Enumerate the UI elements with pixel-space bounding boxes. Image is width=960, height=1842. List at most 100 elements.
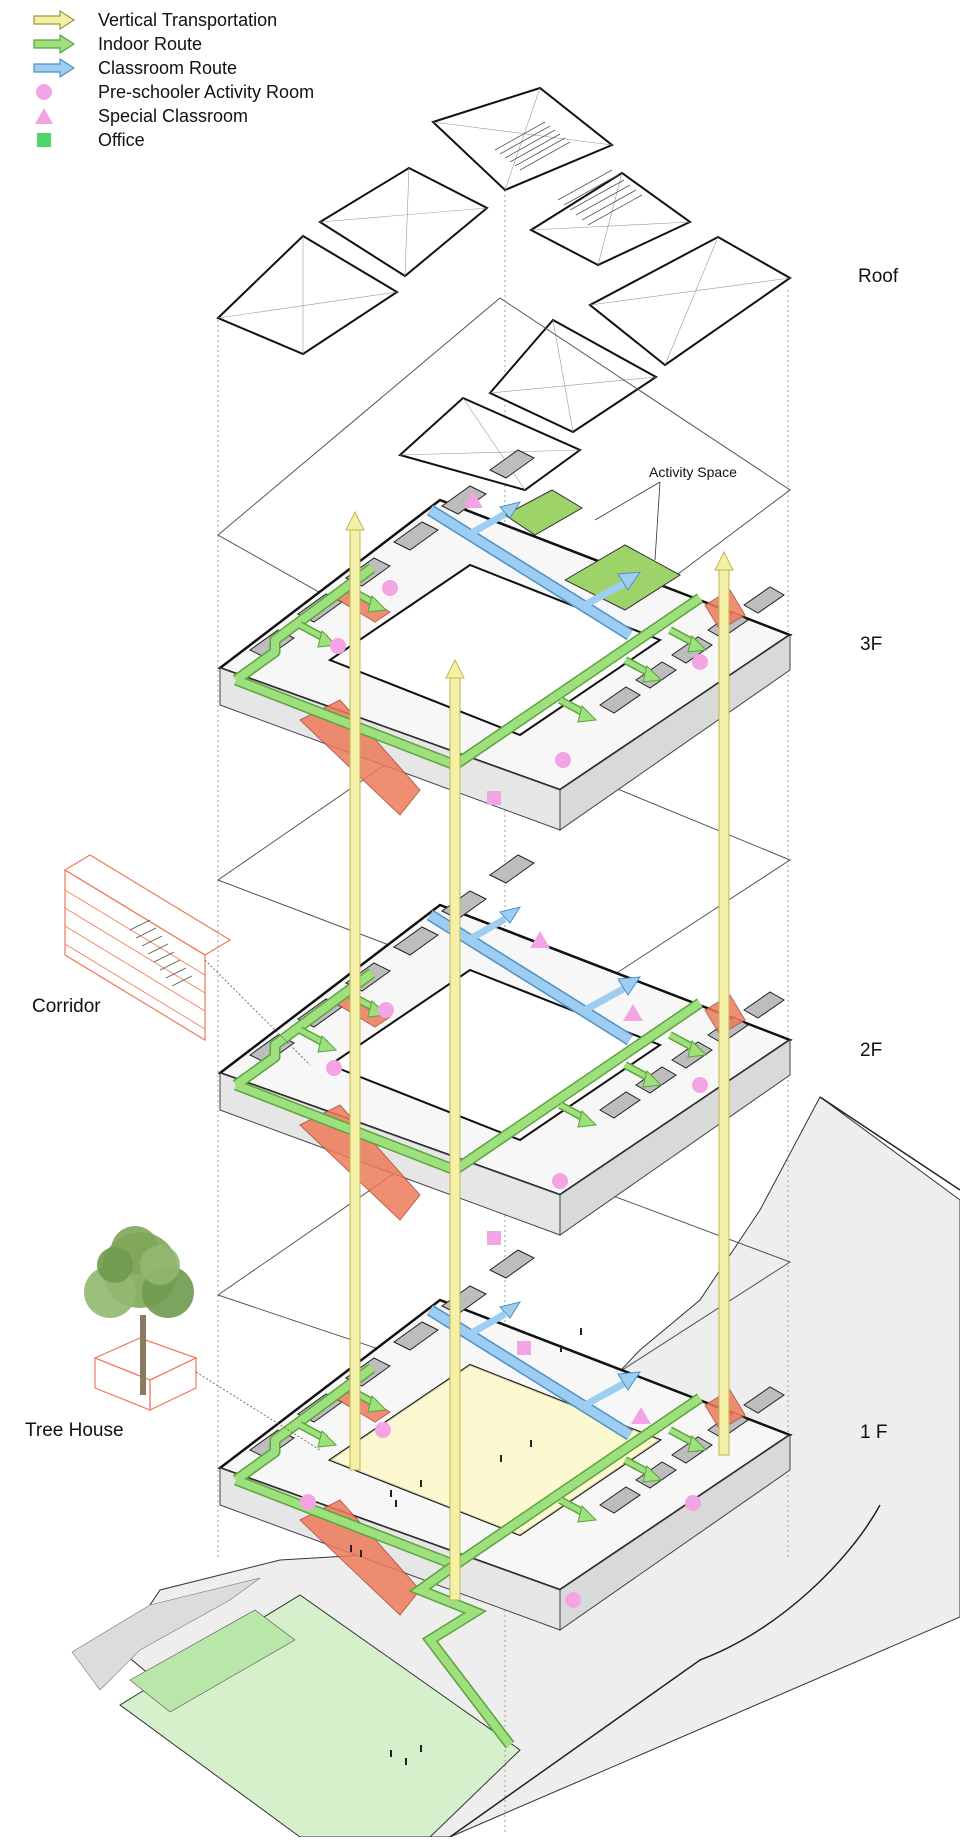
- legend-label: Vertical Transportation: [98, 10, 278, 30]
- activity-room-marker: [300, 1494, 316, 1510]
- activity-room-marker: [382, 580, 398, 596]
- floor-2f-room-wall: [393, 926, 439, 956]
- floor-1f-room-wall: [743, 1386, 785, 1414]
- office-marker: [487, 791, 501, 805]
- floor-1f-room-wall: [599, 1486, 641, 1514]
- legend-label: Office: [98, 130, 145, 150]
- skylight-slat: [514, 137, 566, 167]
- classroom-branch: [583, 1379, 627, 1409]
- person-figure: [395, 1500, 397, 1507]
- street-edge-line: [819, 1096, 960, 1191]
- special-classroom-marker: [631, 1407, 651, 1424]
- vertical-arrow-center-head: [445, 658, 465, 679]
- classroom-branch-arrowhead: [499, 1301, 522, 1319]
- classroom-branch-arrowhead: [617, 1371, 641, 1391]
- corridor-leader: [204, 959, 311, 1066]
- classroom-branch: [583, 579, 627, 609]
- corridor-floor-line: [64, 943, 206, 1030]
- legend-label: Classroom Route: [98, 58, 238, 78]
- tree-canopy: [140, 1245, 180, 1285]
- classroom-route-0: [427, 506, 633, 639]
- floor-2f-room-wall: [489, 854, 535, 884]
- activity-room-marker: [555, 752, 571, 768]
- roof-ridge-line: [589, 277, 791, 306]
- activity-room-marker: [685, 1495, 701, 1511]
- skylight-slat: [519, 141, 571, 171]
- classroom-route-2: [427, 1306, 633, 1439]
- indoor-branch-arrowhead: [687, 1435, 708, 1453]
- roof-ridge-line: [404, 167, 410, 277]
- person-figure: [420, 1745, 422, 1752]
- roof-ridge-line: [489, 376, 657, 394]
- floor-3f-facade-right: [559, 634, 791, 831]
- skylight-slat: [587, 194, 643, 226]
- floor-1f-room-wall: [489, 1249, 535, 1279]
- person-figure: [500, 1455, 502, 1462]
- green-square-icon: [37, 133, 51, 147]
- activity-room-marker: [378, 1002, 394, 1018]
- floor-3f-room-wall: [489, 449, 535, 479]
- floor-2f-facade-right: [559, 1039, 791, 1236]
- activity-room-marker: [552, 1173, 568, 1189]
- person-figure: [405, 1758, 407, 1765]
- office-marker: [487, 1231, 501, 1245]
- indoor-branch-arrowhead: [317, 1430, 338, 1448]
- corridor-outline-front: [64, 868, 206, 1042]
- classroom-branch-arrowhead: [617, 976, 641, 996]
- indoor-route-entry: [411, 1561, 514, 1748]
- blue-arrow-icon: [33, 58, 76, 78]
- pink-circle-icon: [36, 84, 52, 100]
- tree-canopy: [97, 1247, 133, 1283]
- callout-activity-space: Activity Space: [649, 464, 737, 480]
- classroom-branch-arrowhead: [617, 571, 641, 591]
- roof-panel-3: [528, 171, 692, 267]
- legend-label: Indoor Route: [98, 34, 203, 54]
- classroom-branch: [583, 984, 627, 1014]
- skylight-slat: [557, 169, 613, 201]
- classroom-branch: [468, 1310, 507, 1338]
- roof-ridge-line: [530, 221, 691, 231]
- tree-house-side: [149, 1357, 197, 1411]
- green-arrow-icon: [33, 34, 76, 54]
- street-curb-line: [449, 1504, 881, 1838]
- indoor-branch-arrowhead: [642, 1465, 663, 1483]
- floor-3f-room-wall: [599, 686, 641, 714]
- pink-triangle-icon: [35, 108, 53, 124]
- special-classroom-marker: [463, 491, 483, 508]
- indoor-branch-arrowhead: [642, 1070, 663, 1088]
- vertical-arrow-left-shaft: [349, 527, 361, 1471]
- skylight-slat: [499, 125, 551, 155]
- tree-trunk: [140, 1315, 146, 1395]
- special-classroom-marker: [530, 931, 550, 948]
- corridor-stair-tread: [135, 927, 157, 939]
- activity-room-marker: [326, 1060, 342, 1076]
- floor-2f-room-wall: [743, 991, 785, 1019]
- roof-ridge-line: [319, 207, 488, 223]
- roof-ridge-line: [217, 291, 398, 319]
- roof-ridge-line: [462, 397, 526, 491]
- classroom-branch-arrowhead: [499, 501, 522, 519]
- corridor-stair-tread: [159, 959, 181, 971]
- floor-2f-room-wall: [599, 1091, 641, 1119]
- roof-ridge-line: [399, 449, 581, 456]
- vertical-arrow-right-head: [714, 550, 734, 571]
- person-figure: [360, 1550, 362, 1557]
- indoor-branch-arrowhead: [687, 1040, 708, 1058]
- roof-ridge-line: [597, 172, 623, 266]
- person-figure: [580, 1328, 582, 1335]
- corridor-stair-tread: [171, 975, 193, 987]
- corridor-floor-line: [64, 925, 206, 1012]
- floor-1f-room-wall: [393, 1321, 439, 1351]
- classroom-branch: [468, 510, 507, 538]
- roof-ridge-line: [504, 87, 541, 191]
- person-figure: [530, 1440, 532, 1447]
- yellow-arrow-icon: [33, 10, 76, 30]
- vertical-arrow-left-head: [345, 510, 365, 531]
- corridor-floor-line: [64, 907, 206, 994]
- corridor-stair-tread: [129, 919, 151, 931]
- callout-tree-house: Tree House: [25, 1420, 124, 1441]
- activity-room-marker: [375, 1422, 391, 1438]
- floor-2f-room-wall: [441, 890, 487, 920]
- indoor-branch-arrowhead: [577, 1505, 598, 1523]
